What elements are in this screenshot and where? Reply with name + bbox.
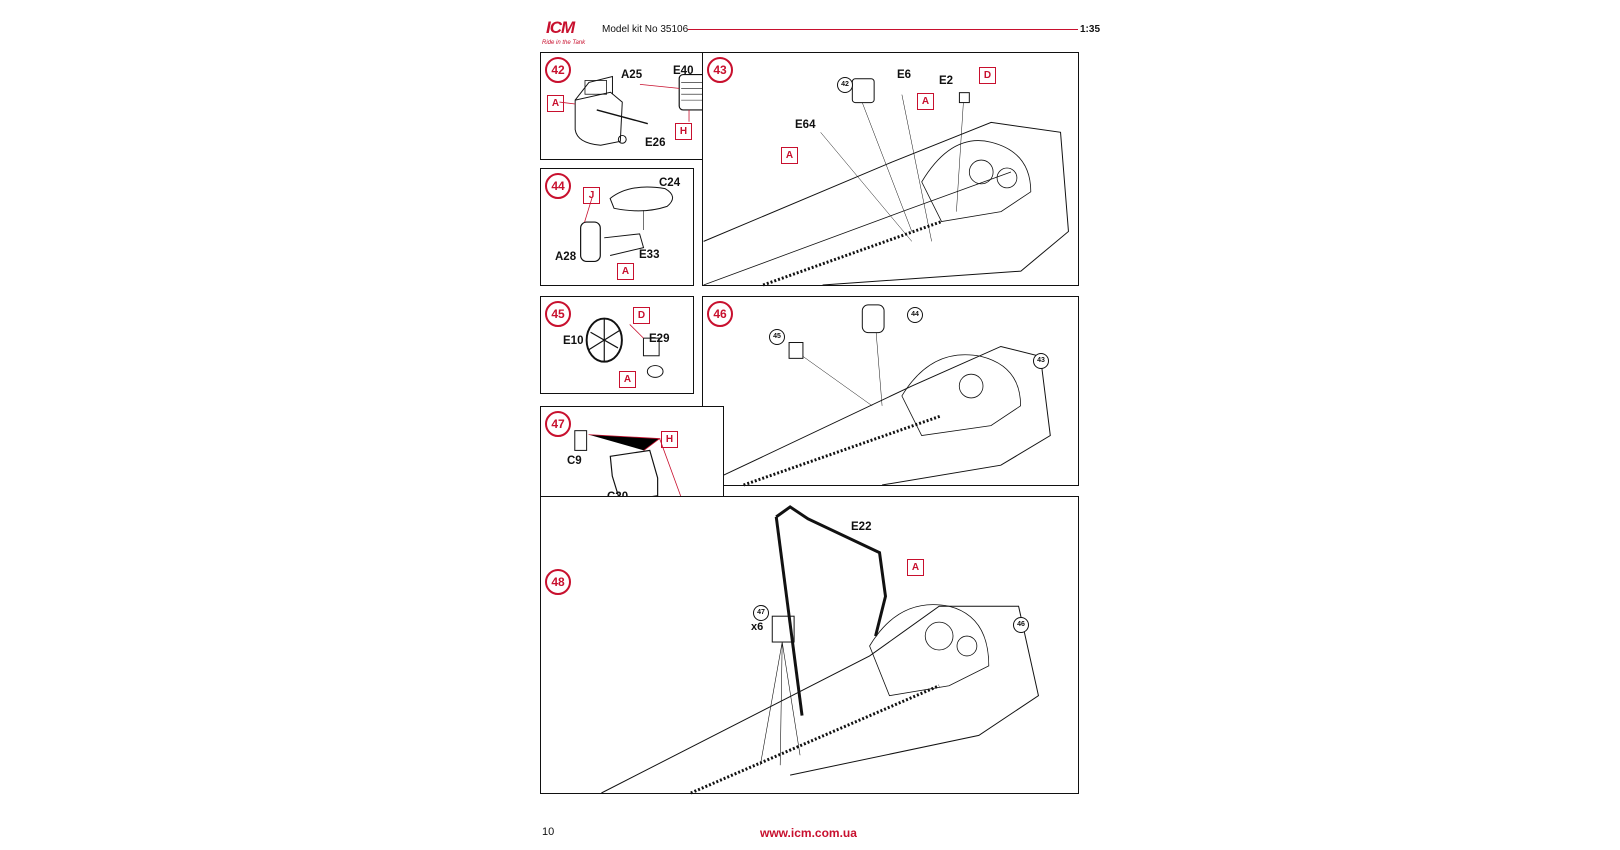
part-label: E6 bbox=[897, 69, 912, 81]
sprue-marker: A bbox=[917, 93, 934, 110]
part-label: E2 bbox=[939, 75, 954, 87]
step-number: 42 bbox=[545, 57, 571, 83]
website-link[interactable]: www.icm.com.ua bbox=[760, 826, 857, 840]
part-label: E64 bbox=[795, 119, 816, 131]
part-label: E22 bbox=[851, 521, 872, 533]
step-44-panel: 44 C24 A28 E33 J A bbox=[540, 168, 694, 286]
step-reference: 47 bbox=[753, 605, 769, 621]
sprue-marker: A bbox=[619, 371, 636, 388]
instruction-page: ICM Ride in the Tank Model kit No 35106 … bbox=[540, 14, 1100, 844]
part-label: E29 bbox=[649, 333, 670, 345]
part-label: A28 bbox=[555, 251, 577, 263]
part-label: E40 bbox=[673, 65, 694, 77]
step-43-panel: 43 E6 E2 E64 A D A 42 bbox=[702, 52, 1079, 287]
step-46-illustration bbox=[723, 304, 1051, 487]
step-43-illustration bbox=[703, 78, 1069, 287]
sprue-marker: J bbox=[583, 187, 600, 204]
part-label: E26 bbox=[645, 137, 666, 149]
part-label: C9 bbox=[567, 455, 582, 467]
header-rule bbox=[688, 29, 1078, 30]
sprue-marker: A bbox=[617, 263, 634, 280]
step-48-illustration bbox=[601, 505, 1040, 795]
sprue-marker: A bbox=[907, 559, 924, 576]
sprue-marker: A bbox=[547, 95, 564, 112]
step-number: 45 bbox=[545, 301, 571, 327]
step-reference: 42 bbox=[837, 77, 853, 93]
sprue-marker: A bbox=[781, 147, 798, 164]
step-44-illustration bbox=[580, 186, 674, 262]
step-number: 47 bbox=[545, 411, 571, 437]
kit-scale: 1:35 bbox=[1079, 24, 1100, 35]
step-number: 44 bbox=[545, 173, 571, 199]
step-45-panel: 45 E10 E29 D A bbox=[540, 296, 694, 394]
page-number: 10 bbox=[542, 826, 555, 838]
icm-logo: ICM Ride in the Tank bbox=[540, 18, 596, 52]
step-48-panel: 48 E22 A 47 x6 46 bbox=[540, 496, 1079, 795]
sprue-marker: D bbox=[979, 67, 996, 84]
part-label: C24 bbox=[659, 177, 681, 189]
step-number: 48 bbox=[545, 569, 571, 595]
quantity-label: x6 bbox=[751, 621, 764, 633]
brand-name: ICM bbox=[546, 18, 575, 37]
sprue-marker: D bbox=[633, 307, 650, 324]
step-reference: 46 bbox=[1013, 617, 1029, 633]
part-label: A25 bbox=[621, 69, 643, 81]
part-label: E10 bbox=[563, 335, 584, 347]
step-42-panel: 42 A25 E40 E26 A H bbox=[540, 52, 734, 160]
kit-number: Model kit No 35106 bbox=[602, 24, 689, 35]
brand-tagline: Ride in the Tank bbox=[542, 40, 586, 46]
step-number: 46 bbox=[707, 301, 733, 327]
part-label: E33 bbox=[639, 249, 660, 261]
step-reference: 43 bbox=[1033, 353, 1049, 369]
sprue-marker: H bbox=[661, 431, 678, 448]
step-46-panel: 46 45 44 43 bbox=[702, 296, 1079, 487]
step-number: 43 bbox=[707, 57, 733, 83]
step-45-illustration bbox=[585, 317, 664, 378]
sprue-marker: H bbox=[675, 123, 692, 140]
step-reference: 45 bbox=[769, 329, 785, 345]
step-reference: 44 bbox=[907, 307, 923, 323]
